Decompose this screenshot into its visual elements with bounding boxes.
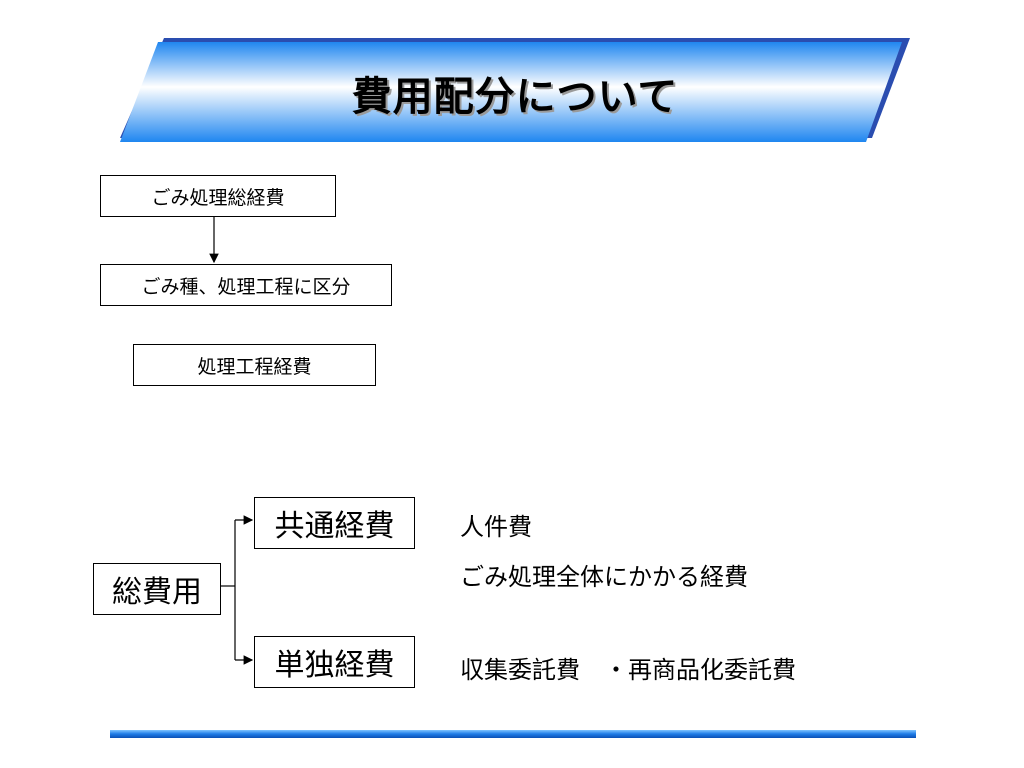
title-banner: 費用配分について [120, 38, 910, 148]
title-banner-shape [120, 38, 910, 142]
root-total-cost-label: 総費用 [112, 575, 202, 610]
common-cost-box: 共通経費 [254, 497, 415, 549]
flow-step-total-cost: ごみ処理総経費 [100, 175, 336, 217]
bottom-rule [110, 730, 916, 738]
common-cost-label: 共通経費 [274, 509, 395, 544]
individual-cost-box: 単独経費 [254, 636, 415, 688]
individual-cost-label: 単独経費 [274, 648, 395, 683]
common-note-personnel: 人件費 [460, 513, 532, 541]
flow-step-divide: ごみ種、処理工程に区分 [100, 264, 392, 306]
flow-step-total-cost-label: ごみ処理総経費 [151, 186, 285, 209]
common-note-overall: ごみ処理全体にかかる経費 [460, 563, 748, 591]
page-title: 費用配分について [351, 74, 679, 120]
flow-step-process-cost-label: 処理工程経費 [197, 355, 312, 378]
individual-note: 収集委託費 ・再商品化委託費 [460, 656, 796, 684]
root-total-cost: 総費用 [93, 563, 221, 615]
flow-step-divide-label: ごみ種、処理工程に区分 [141, 275, 351, 298]
flow-step-process-cost: 処理工程経費 [133, 344, 376, 386]
